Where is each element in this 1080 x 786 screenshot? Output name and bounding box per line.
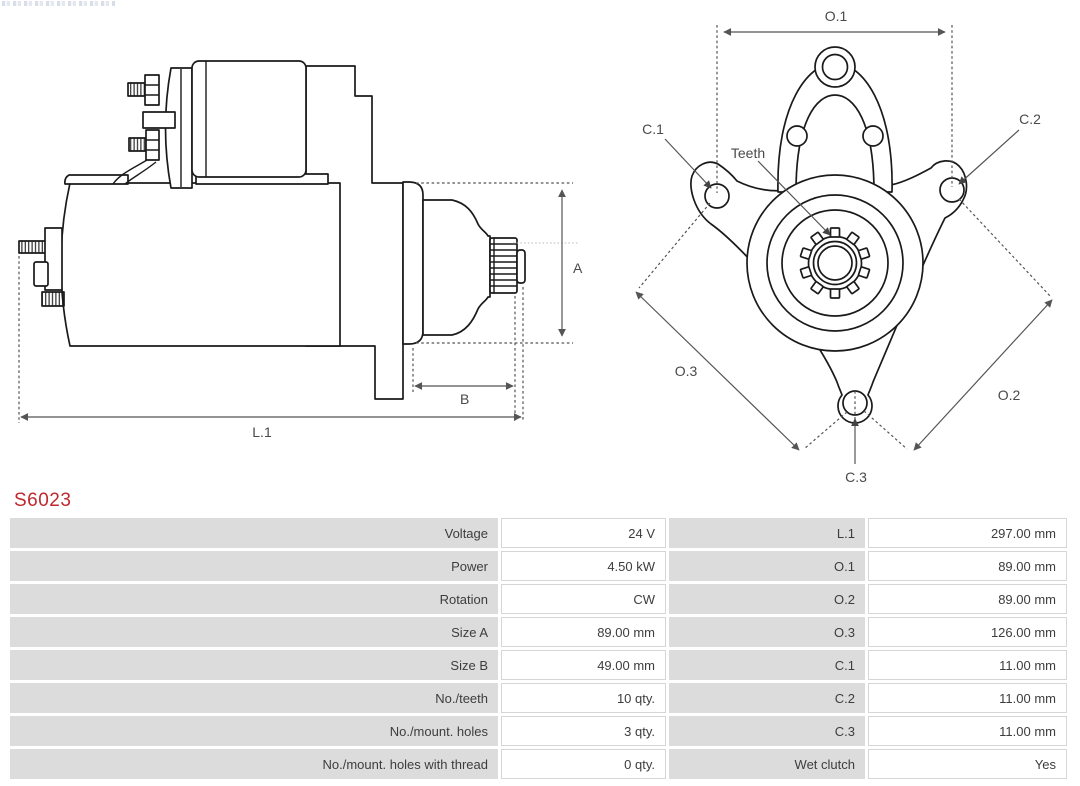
arch-top-hole [821, 53, 849, 81]
spec-value: 11.00 mm [868, 716, 1067, 746]
spec-value: 89.00 mm [868, 551, 1067, 581]
terminal-nut-lower [145, 129, 160, 161]
spec-label: C.1 [669, 650, 865, 680]
spec-value: 126.00 mm [868, 617, 1067, 647]
body-top-strip [63, 174, 129, 185]
spec-label: Rotation [10, 584, 498, 614]
dim-label-o3: O.3 [675, 363, 698, 379]
dim-o3-ext [638, 202, 711, 289]
front-view-dimensions: O.1 C.1 C.2 Teeth O.3 O.2 C.3 [635, 8, 1053, 485]
dim-label-o2: O.2 [998, 387, 1021, 403]
terminal-cable [112, 159, 157, 185]
spec-value: Yes [868, 749, 1067, 779]
spec-label: O.2 [669, 584, 865, 614]
dim-o2-ext [958, 198, 1052, 298]
rear-collar [33, 261, 49, 287]
flange-rim [402, 181, 424, 345]
pinion-teeth-lines [490, 238, 517, 293]
dim-label-l1: L.1 [252, 424, 272, 440]
rear-stud-lower [41, 291, 65, 307]
spec-value: 3 qty. [501, 716, 666, 746]
spec-label: Size B [10, 650, 498, 680]
drive-end-cone [422, 199, 491, 336]
spec-label: Power [10, 551, 498, 581]
spec-label: Wet clutch [669, 749, 865, 779]
solenoid-body [191, 60, 307, 178]
spec-label: O.3 [669, 617, 865, 647]
dim-o3-arrow [635, 291, 800, 451]
solenoid-collar [164, 67, 193, 189]
arch-left-hole [786, 125, 808, 147]
part-number: S6023 [14, 490, 72, 511]
shaft-bore [817, 245, 853, 281]
spec-label: C.2 [669, 683, 865, 713]
spec-label: No./mount. holes [10, 716, 498, 746]
side-view-diagram: A B L.1 [18, 60, 583, 440]
spec-value: CW [501, 584, 666, 614]
spec-value: 89.00 mm [501, 617, 666, 647]
starter-side-drawing [18, 60, 526, 400]
bell-arch [777, 62, 893, 193]
terminal-nut-upper [144, 74, 160, 106]
front-view-diagram: O.1 C.1 C.2 Teeth O.3 O.2 C.3 [635, 8, 1053, 485]
dim-c2-leader [958, 129, 1020, 185]
spec-value: 11.00 mm [868, 683, 1067, 713]
terminal-stud-upper [127, 82, 146, 97]
spec-value: 49.00 mm [501, 650, 666, 680]
spec-value: 24 V [501, 518, 666, 548]
terminal-strap [142, 111, 176, 129]
mount-hole-c1 [704, 183, 730, 209]
dim-label-a: A [573, 260, 583, 276]
spec-label: Voltage [10, 518, 498, 548]
spec-label: C.3 [669, 716, 865, 746]
terminal-stud-lower [128, 137, 147, 152]
spec-label: No./mount. holes with thread [10, 749, 498, 779]
spec-value: 89.00 mm [868, 584, 1067, 614]
spec-label: No./teeth [10, 683, 498, 713]
dim-label-c3: C.3 [845, 469, 867, 485]
dim-label-c2: C.2 [1019, 111, 1041, 127]
teeth-label: Teeth [731, 145, 765, 161]
arch-right-hole [862, 125, 884, 147]
dim-label-b: B [460, 391, 469, 407]
teeth-leader [757, 160, 831, 236]
dim-c1-leader [664, 138, 712, 189]
terminal-nut-upper-flats [145, 84, 159, 96]
starter-front-drawing [690, 46, 968, 424]
shaft-end-cap [516, 249, 526, 284]
dim-label-o1: O.1 [825, 8, 848, 24]
spec-label: O.1 [669, 551, 865, 581]
spec-value: 297.00 mm [868, 518, 1067, 548]
terminal-nut-lower-flats [146, 139, 159, 151]
gear-teeth [799, 227, 871, 299]
spec-value: 11.00 mm [868, 650, 1067, 680]
spec-value: 0 qty. [501, 749, 666, 779]
rear-boss [44, 227, 63, 291]
motor-body [60, 182, 341, 347]
dim-o2-arrow [913, 299, 1053, 451]
side-view-dimensions: A B L.1 [18, 182, 583, 440]
dim-o2-ext2 [863, 410, 908, 450]
dim-label-c1: C.1 [642, 121, 664, 137]
vendor-logo-cropped [2, 1, 115, 6]
spec-label: Size A [10, 617, 498, 647]
spec-label: L.1 [669, 518, 865, 548]
spec-value: 4.50 kW [501, 551, 666, 581]
dim-o3-ext2 [803, 411, 848, 450]
spec-value: 10 qty. [501, 683, 666, 713]
